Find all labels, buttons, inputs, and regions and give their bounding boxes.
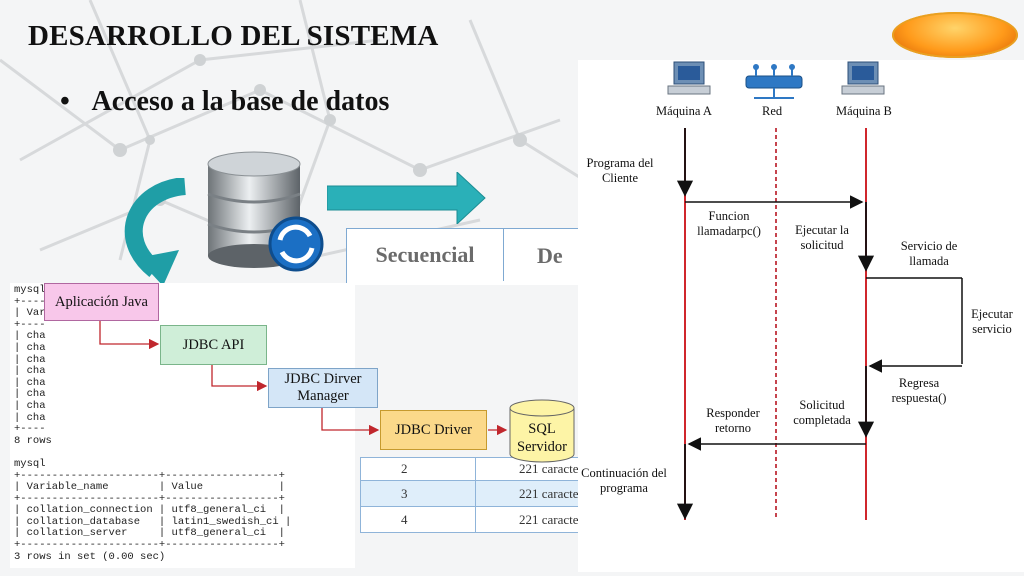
curved-arrow-icon xyxy=(124,178,187,286)
row-number: 3 xyxy=(401,486,408,501)
bullet-mark: • xyxy=(60,86,70,117)
respond-return-label: Responder retorno xyxy=(706,406,760,435)
row-text: 221 caracte xyxy=(519,461,579,476)
row-number: 2 xyxy=(401,461,408,476)
execute-service-label: Ejecutar servicio xyxy=(971,307,1013,336)
execute-request-label: Ejecutar la solicitud xyxy=(795,223,849,252)
computer-icon xyxy=(667,61,711,95)
rpc-sequence-diagram: Máquina A Red Máquina B Programa del Cli… xyxy=(578,60,1024,572)
func-call-label: Funcion llamadarpc() xyxy=(697,209,761,238)
table-divider xyxy=(475,458,476,532)
partial-table-header: Secuencial De xyxy=(346,228,580,285)
network-hub-icon xyxy=(745,64,803,99)
mysql-console: mysql +---- | Vari +---- | cha | cha | c… xyxy=(10,283,355,568)
sequence-lines xyxy=(667,61,963,520)
slide-title: DESARROLLO DEL SISTEMA xyxy=(28,20,439,52)
call-service-label: Servicio de llamada xyxy=(900,239,958,268)
client-program-label: Programa del Cliente xyxy=(586,156,654,185)
table-header-cell: Secuencial xyxy=(347,229,504,281)
jdbc-manager-box: JDBC Dirver Manager xyxy=(268,368,378,408)
continue-program-label: Continuación del programa xyxy=(581,466,667,495)
jdbc-driver-box: JDBC Driver xyxy=(380,410,487,450)
table-header-cell: De xyxy=(537,243,563,268)
machine-b-label: Máquina B xyxy=(836,104,892,118)
sql-database-icon xyxy=(509,399,575,463)
network-label: Red xyxy=(762,104,783,118)
database-icon xyxy=(207,151,324,272)
computer-icon xyxy=(841,61,885,95)
bullet-item: • Acceso a la base de datos xyxy=(60,86,389,118)
logo-icon xyxy=(892,12,1018,58)
right-arrow-icon xyxy=(327,172,486,224)
table-row: 2 221 caracte xyxy=(361,456,967,478)
sql-server-label: SQL Servidor xyxy=(517,421,567,455)
bullet-text: Acceso a la base de datos xyxy=(91,86,390,117)
return-response-label: Regresa respuesta() xyxy=(891,376,947,405)
request-done-label: Solicitud completada xyxy=(793,398,851,427)
row-number: 4 xyxy=(401,512,408,527)
jdbc-app-box: Aplicación Java xyxy=(44,283,159,321)
jdbc-api-box: JDBC API xyxy=(160,325,267,365)
machine-a-label: Máquina A xyxy=(656,104,712,118)
